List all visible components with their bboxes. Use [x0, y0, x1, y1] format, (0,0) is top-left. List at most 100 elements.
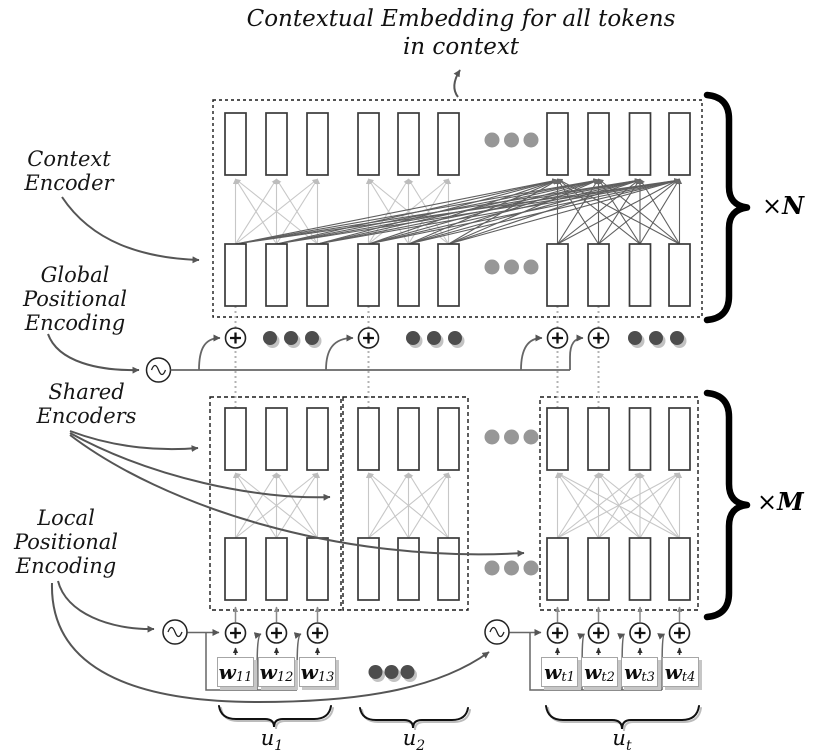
- global-pe-label-line1: Global: [40, 263, 110, 287]
- repeat-count-M: ×M: [757, 487, 804, 516]
- local-pe-label-line1: Local: [37, 506, 95, 530]
- attention-line: [557, 472, 599, 539]
- shared-encoder-unit-bottom: [224, 537, 247, 601]
- shared-encoder-unit-top: [628, 407, 652, 471]
- shared-encoder-unit-bottom: [397, 537, 420, 601]
- context-encoder-unit-bottom: [437, 243, 460, 307]
- shared-encoder-box-u2: [342, 396, 469, 611]
- global-pe-branch-arrow: [198, 334, 221, 371]
- shared-encoder-unit-bottom: [628, 537, 652, 601]
- times-symbol: ×: [762, 192, 783, 220]
- ellipsis-dots-icon: [484, 560, 500, 576]
- context-encoder-unit-bottom: [265, 243, 288, 307]
- global-pe-branch-arrow: [569, 334, 584, 370]
- shared-encoder-unit-bottom: [668, 537, 691, 601]
- local-pe-trunk-line: [205, 632, 297, 691]
- figure-title-line2: in context: [402, 34, 520, 61]
- context-encoder-unit-top: [265, 112, 288, 176]
- ellipsis-dots-icon: [504, 429, 519, 445]
- attention-line: [639, 178, 680, 245]
- plus-cross: [552, 627, 563, 639]
- underbrace-u2: [359, 707, 469, 729]
- context-encoder-unit-top: [546, 112, 569, 176]
- shared-encoder-unit-top: [546, 407, 569, 471]
- underbrace-u1: [218, 705, 332, 728]
- ellipsis-dots-icon: [670, 331, 684, 345]
- attention-line: [598, 472, 680, 539]
- plus-cross: [593, 332, 604, 344]
- context-encoder-unit-bottom: [397, 243, 420, 307]
- context-encoder-unit-top: [306, 112, 329, 176]
- attention-line: [557, 472, 680, 539]
- ellipsis-dots-icon: [368, 665, 383, 679]
- shared-encoders-pointer-arrow-1: [69, 430, 199, 453]
- underbrace-ut: [545, 705, 700, 730]
- underbrace-shadow: [220, 707, 334, 730]
- shared-encoder-unit-bottom: [357, 537, 380, 601]
- local-pe-pointer-arrow-1: [57, 580, 155, 633]
- shared-encoder-unit-bottom: [265, 537, 288, 601]
- context-encoder-unit-top: [224, 112, 247, 176]
- ellipsis-dots-icon: [484, 429, 500, 445]
- plus-cross: [552, 332, 563, 344]
- attention-line: [317, 178, 599, 245]
- attention-line: [317, 178, 680, 245]
- context-encoder-unit-bottom: [668, 243, 691, 307]
- local-pe-label-line2: Positional: [14, 529, 118, 554]
- ellipsis-dots-icon: [523, 259, 539, 275]
- repeat-brace-M: [703, 389, 751, 621]
- repeat-letter-N: N: [782, 191, 805, 220]
- context-encoder-unit-top: [628, 112, 652, 176]
- context-encoder-box: [212, 99, 703, 318]
- shared-encoder-unit-bottom: [437, 537, 460, 601]
- attention-line: [408, 179, 558, 245]
- plus-cross: [363, 332, 374, 344]
- plus-cross: [271, 627, 282, 639]
- global-pe-label-line2: Positional: [23, 286, 127, 311]
- ellipsis-dots-icon: [504, 259, 519, 275]
- attention-line: [235, 178, 558, 245]
- shared-encoder-unit-bottom: [546, 537, 569, 601]
- underbrace-shadow: [361, 709, 471, 731]
- figure-title-line1: Contextual Embedding for all tokens: [246, 6, 676, 32]
- context-encoder-unit-bottom: [357, 243, 380, 307]
- attention-line: [276, 178, 558, 245]
- context-encoder-unit-top: [587, 112, 610, 176]
- ellipsis-dots-icon: [484, 259, 500, 275]
- local-pe-pointer-arrow-2: [50, 582, 490, 704]
- local-pe-trunk-line: [529, 632, 662, 691]
- context-encoder-unit-bottom: [587, 243, 610, 307]
- utterance-label-u2: u2: [402, 726, 426, 754]
- shared-encoders-label-line1: Shared: [48, 380, 125, 404]
- utterance-label-ut: ut: [612, 726, 632, 754]
- ellipsis-dots-icon: [448, 331, 462, 345]
- ellipsis-dots-icon: [504, 132, 519, 148]
- shared-encoder-unit-top: [587, 407, 610, 471]
- context-encoder-unit-bottom: [224, 243, 247, 307]
- plus-cross: [593, 627, 604, 639]
- local-pe-riser-arrow: [253, 632, 262, 691]
- shared-encoder-unit-top: [224, 407, 247, 471]
- repeat-letter-M: M: [777, 487, 804, 516]
- attention-line: [408, 472, 449, 539]
- local-positional-encoding-label: Local Positional Encoding: [0, 506, 132, 579]
- context-encoder-unit-bottom: [546, 243, 569, 307]
- sine-wave-curve: [150, 364, 167, 376]
- ellipsis-dots-icon: [628, 331, 642, 345]
- ellipsis-dots-icon: [384, 665, 399, 679]
- shared-encoder-unit-top: [397, 407, 420, 471]
- ellipsis-dots-icon: [523, 560, 539, 576]
- attention-line: [448, 179, 599, 245]
- utterance-label-u1: u1: [260, 726, 284, 754]
- ellipsis-dots-icon: [484, 132, 500, 148]
- ellipsis-dots-icon: [523, 132, 539, 148]
- repeat-count-N: ×N: [762, 191, 804, 220]
- context-encoder-unit-top: [357, 112, 380, 176]
- context-encoder-unit-top: [668, 112, 691, 176]
